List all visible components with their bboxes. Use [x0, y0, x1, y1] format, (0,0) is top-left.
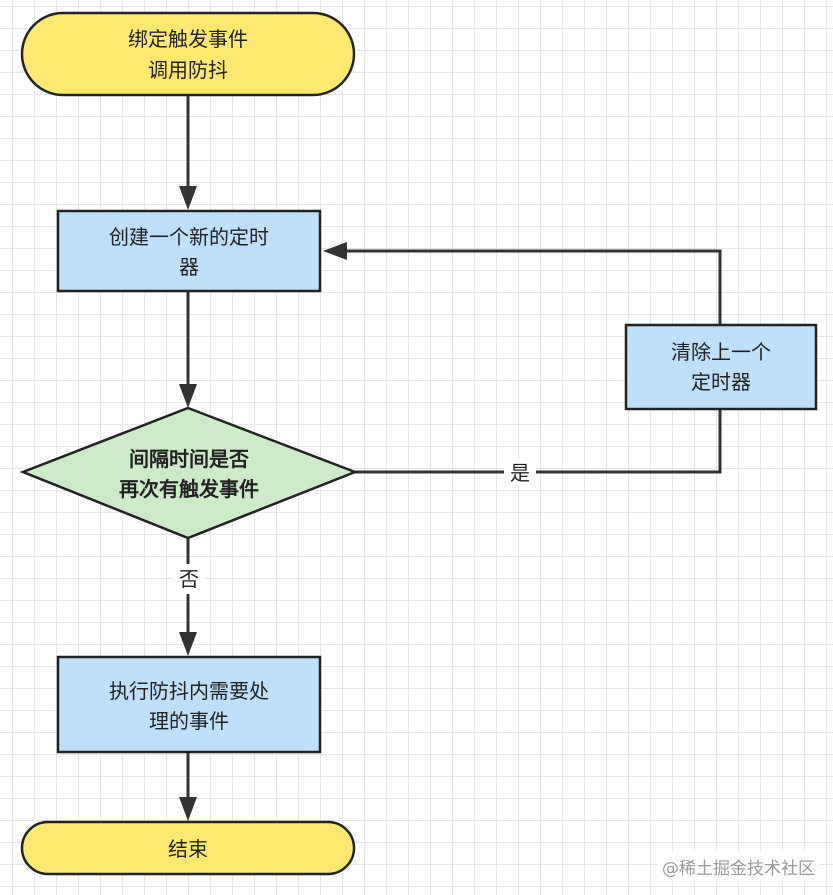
start-terminator-shape	[20, 11, 356, 97]
clear-timer-shape	[624, 323, 818, 411]
end-terminator: 结束	[20, 820, 356, 876]
edge-clear-to-create	[335, 249, 722, 325]
create-timer-process: 创建一个新的定时 器	[56, 209, 322, 293]
clear-timer-line1: 清除上一个	[671, 340, 771, 364]
decision-shape	[19, 406, 359, 540]
no-label: 否	[179, 567, 199, 591]
create-timer-line1: 创建一个新的定时	[109, 225, 269, 249]
decision-diamond: 间隔时间是否 再次有触发事件	[19, 406, 359, 540]
decision-line1: 间隔时间是否	[129, 447, 249, 471]
edge-decision-to-clear	[355, 410, 722, 474]
create-timer-line2: 器	[179, 255, 199, 279]
end-terminator-shape	[20, 820, 356, 876]
start-terminator-line1: 绑定触发事件	[128, 27, 248, 51]
create-timer-shape	[56, 209, 322, 293]
execute-shape	[56, 655, 322, 754]
decision-line2: 再次有触发事件	[119, 477, 259, 501]
edge-start-to-create-arrowhead	[179, 186, 197, 210]
edge-clear-to-create-arrowhead	[323, 242, 347, 260]
clear-timer-line2: 定时器	[691, 370, 751, 394]
yes-label: 是	[510, 461, 530, 485]
watermark: @稀土掘金技术社区	[658, 852, 819, 881]
clear-timer-process: 清除上一个 定时器	[624, 323, 818, 411]
start-terminator-line2: 调用防抖	[148, 58, 228, 82]
edge-create-to-decision-arrowhead	[179, 384, 197, 408]
end-terminator-label: 结束	[168, 837, 208, 861]
edge-execute-to-end-arrowhead	[179, 797, 197, 821]
edges	[179, 96, 722, 821]
start-terminator: 绑定触发事件 调用防抖	[20, 11, 356, 97]
edge-labels: 是 否	[173, 460, 536, 594]
execute-line2: 理的事件	[149, 709, 229, 733]
execute-process: 执行防抖内需要处 理的事件	[56, 655, 322, 754]
edge-decision-to-execute-arrowhead	[179, 632, 197, 656]
execute-line1: 执行防抖内需要处	[109, 679, 269, 703]
